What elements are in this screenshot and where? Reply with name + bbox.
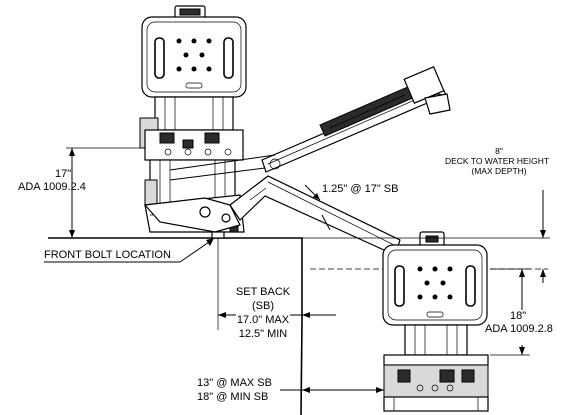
dim-8-label-line1: DECK TO WATER HEIGHT — [444, 156, 550, 166]
front-bolt-label: FRONT BOLT LOCATION — [44, 249, 171, 261]
dim-17-reference: ADA 1009.2.4 — [18, 181, 86, 193]
upper-seat-back — [141, 5, 247, 98]
setback-label-line3: 17.0" MAX — [236, 314, 290, 326]
dim-arm-leader — [304, 184, 331, 231]
setback-label-line2: (SB) — [252, 300, 274, 312]
lower-seat-back — [382, 231, 488, 356]
dim-17-line — [66, 147, 145, 239]
dim-17-value: 17" — [55, 168, 72, 180]
dim-18-line — [490, 268, 530, 356]
dim-reach-line — [280, 387, 384, 393]
dim-setback-line — [217, 238, 336, 330]
dim-8-line — [302, 190, 550, 283]
dim-18-value: 18" — [510, 310, 527, 322]
dim-arm-label: 1.25" @ 17" SB — [322, 183, 399, 195]
setback-label-line4: 12.5" MIN — [238, 328, 288, 340]
hydraulic-actuator — [261, 65, 451, 173]
dim-18-reference: ADA 1009.2.8 — [485, 323, 553, 335]
dim-8-value: 8" — [495, 146, 503, 156]
boom-arm — [143, 154, 401, 256]
reach-label-line1: 13" @ MAX SB — [197, 377, 272, 389]
pool-deck — [48, 237, 303, 415]
front-bolt-leader — [44, 238, 214, 263]
setback-label-line1: SET BACK — [235, 286, 291, 298]
reach-label-line2: 18" @ MIN SB — [197, 391, 269, 403]
dim-8-label-line2: (MAX DEPTH) — [471, 166, 527, 176]
lower-seat-pan — [383, 354, 489, 412]
